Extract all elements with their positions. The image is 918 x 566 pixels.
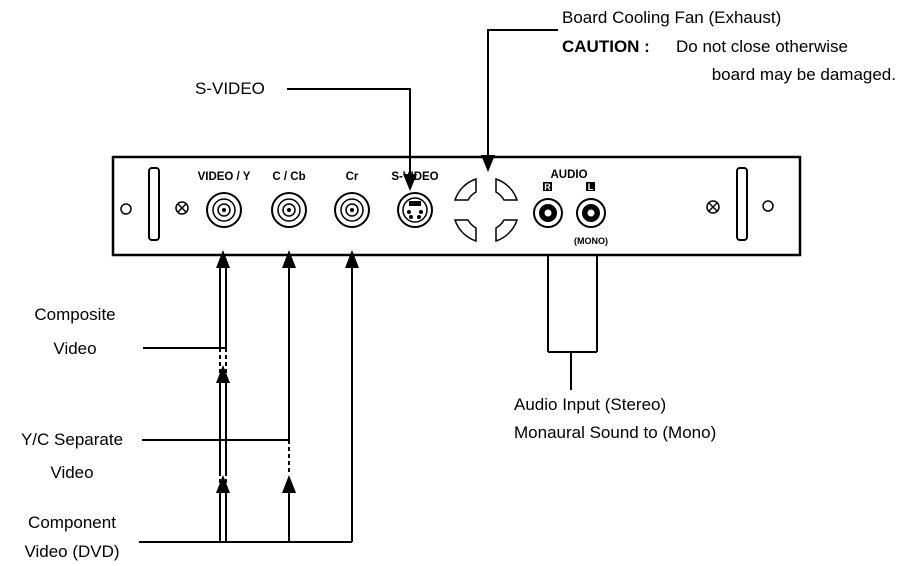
mount-slot-left bbox=[148, 167, 160, 241]
svideo-arrow-icon bbox=[403, 174, 417, 191]
screw-right-icon bbox=[706, 200, 720, 214]
bnc-cr-connector bbox=[334, 192, 370, 228]
audio-label-line2: Monaural Sound to (Mono) bbox=[514, 423, 716, 442]
fan-label: Board Cooling Fan (Exhaust) bbox=[562, 8, 781, 27]
composite-label-line1: Composite bbox=[34, 305, 115, 324]
caution-label: CAUTION : bbox=[562, 37, 650, 56]
video-y-arrow-icon bbox=[216, 250, 230, 268]
svideo-connector bbox=[397, 192, 433, 228]
bnc-video-y-connector bbox=[206, 192, 242, 228]
yc-label-line2: Video bbox=[50, 463, 93, 482]
caution-text-line1: Do not close otherwise bbox=[676, 37, 848, 56]
caution-text-line2: board may be damaged. bbox=[712, 65, 896, 84]
c-cb-arrow-icon bbox=[282, 250, 296, 268]
yc-label-line1: Y/C Separate bbox=[21, 430, 123, 449]
connector-panel: VIDEO / Y C / Cb Cr S-VIDEO AUDIO bbox=[111, 155, 802, 257]
fan-callout bbox=[481, 29, 558, 172]
composite-arrow-icon bbox=[216, 365, 230, 383]
fan-arrow-icon bbox=[481, 155, 495, 172]
audio-l-badge bbox=[586, 182, 595, 191]
audio-label-line1: Audio Input (Stereo) bbox=[514, 395, 666, 414]
bnc-c-cb-connector bbox=[271, 192, 307, 228]
rca-audio-r-connector bbox=[533, 198, 563, 228]
svideo-callout bbox=[287, 88, 417, 191]
composite-label-line2: Video bbox=[53, 339, 96, 358]
component-label-line2: Video (DVD) bbox=[24, 542, 119, 561]
port-label-c-cb: C / Cb bbox=[272, 171, 305, 183]
port-label-video-y: VIDEO / Y bbox=[198, 171, 251, 183]
mount-hole-left-icon bbox=[120, 203, 132, 215]
rca-audio-l-connector bbox=[576, 198, 606, 228]
svideo-callout-label: S-VIDEO bbox=[195, 79, 265, 98]
screw-left-icon bbox=[175, 201, 189, 215]
audio-l-label: L bbox=[588, 182, 594, 192]
component-cb-arrow-icon bbox=[282, 475, 296, 493]
audio-r-badge bbox=[543, 182, 552, 191]
mount-hole-right-icon bbox=[762, 200, 774, 212]
component-y-arrow-icon bbox=[216, 475, 230, 493]
audio-mono-label: (MONO) bbox=[574, 236, 608, 246]
cr-arrow-icon bbox=[345, 250, 359, 268]
port-label-cr: Cr bbox=[346, 171, 359, 183]
cooling-fan-icon bbox=[453, 177, 519, 243]
audio-bracket bbox=[547, 255, 598, 390]
component-label-line1: Component bbox=[28, 513, 116, 532]
mount-slot-right bbox=[736, 167, 748, 241]
audio-r-label: R bbox=[544, 182, 551, 192]
port-label-audio: AUDIO bbox=[550, 169, 587, 181]
